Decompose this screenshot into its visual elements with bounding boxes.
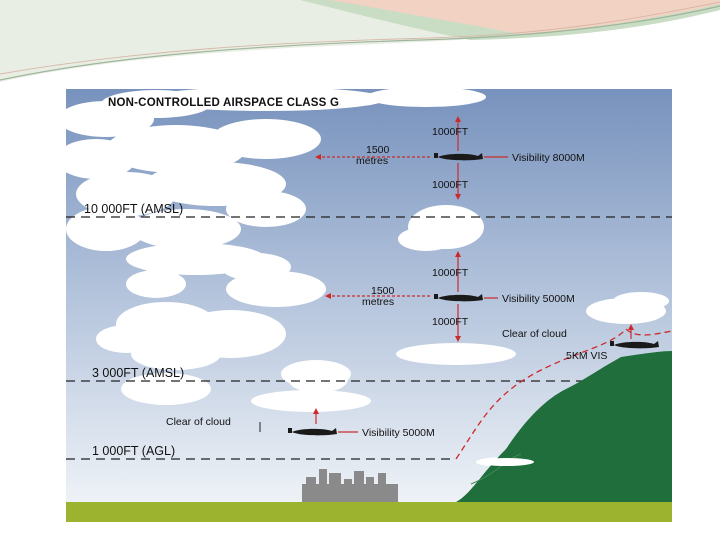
lower-clear-label: Clear of cloud [166,416,231,428]
level-label-1000: 1 000FT (AGL) [92,444,175,458]
middle-below-label: 1000FT [432,316,469,328]
level-label-3000: 3 000FT (AMSL) [92,366,184,380]
middle-visibility-label: Visibility 5000M [502,293,575,305]
lower-visibility-label: Visibility 5000M [362,427,435,439]
slide-header-decoration [0,0,720,90]
ground [66,502,672,522]
upper-horizontal-label-2: metres [356,155,388,167]
airspace-diagram: NON-CONTROLLED AIRSPACE CLASS G 10 000FT… [66,89,672,522]
middle-above-label: 1000FT [432,267,469,279]
upper-visibility-label: Visibility 8000M [512,152,585,164]
mountain-clear-label: Clear of cloud [502,328,567,340]
mountain-vis-label: 5KM VIS [566,350,607,362]
middle-horizontal-label-2: metres [362,296,394,308]
upper-below-label: 1000FT [432,179,469,191]
upper-above-label: 1000FT [432,126,469,138]
level-label-10000: 10 000FT (AMSL) [84,202,183,216]
diagram-title: NON-CONTROLLED AIRSPACE CLASS G [108,97,339,109]
